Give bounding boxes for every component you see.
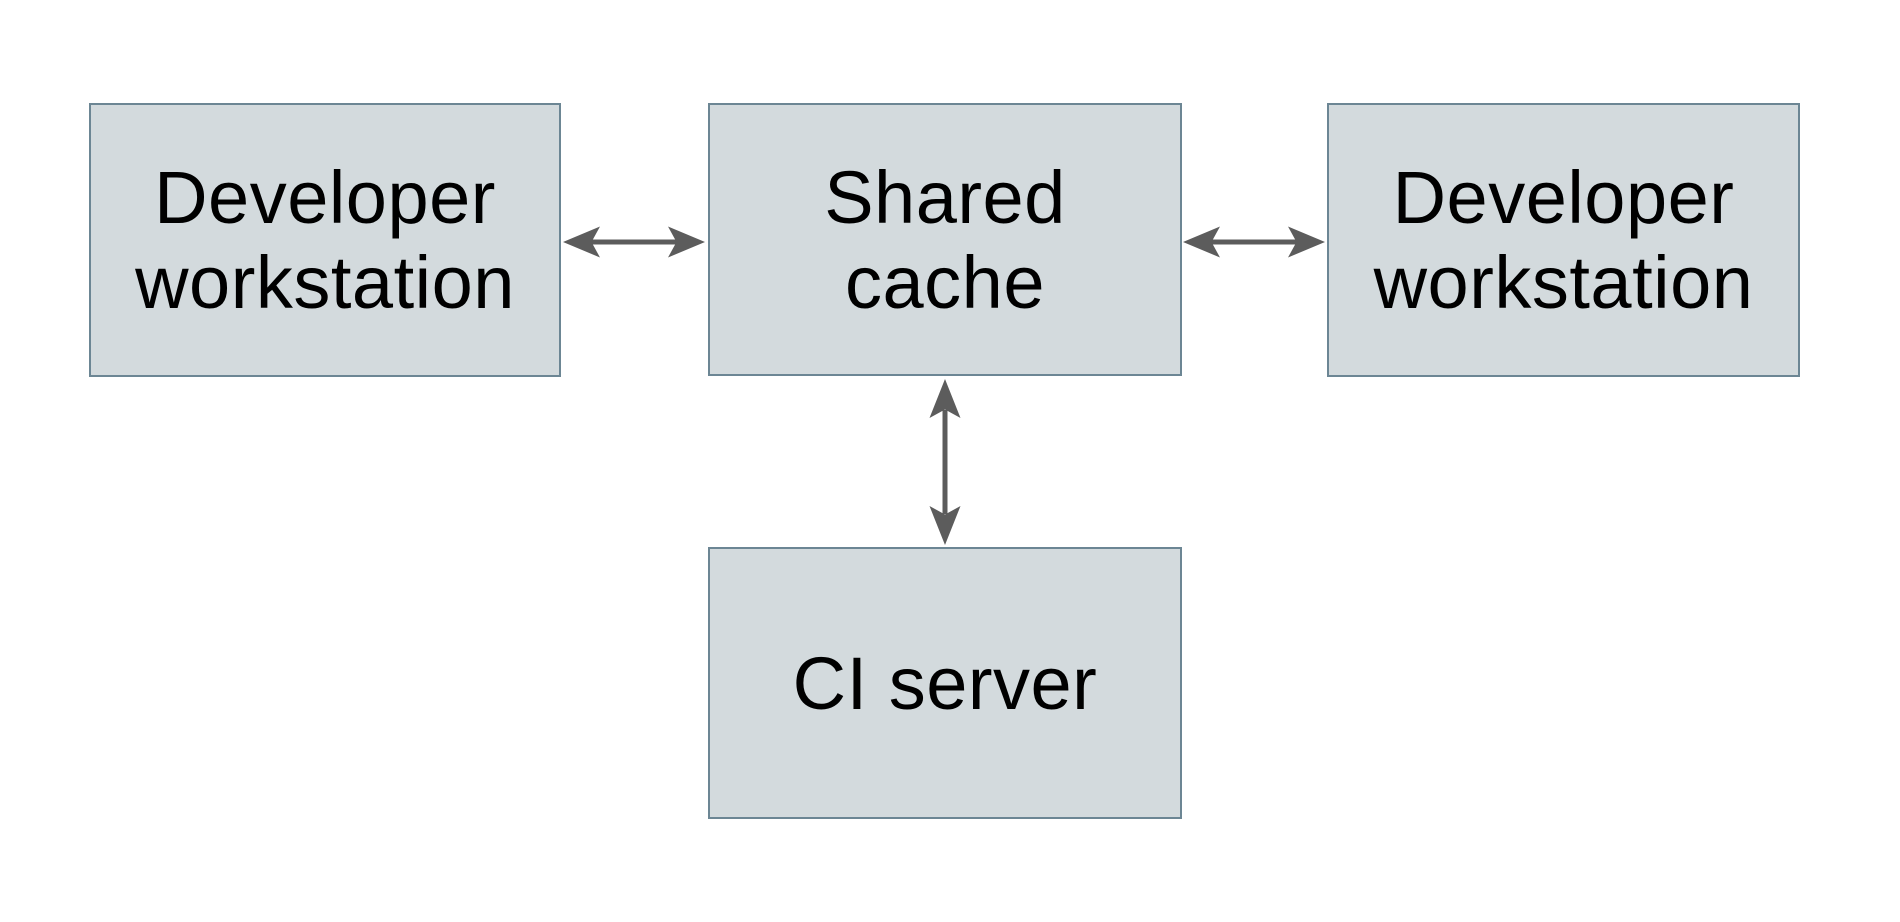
node-label-line: cache [845,240,1045,324]
node-developer-workstation-right: Developer workstation [1327,103,1800,377]
node-label-line: workstation [1373,241,1754,324]
node-developer-workstation-left: Developer workstation [89,103,561,377]
double-arrow-devleft-cache [562,224,706,260]
node-ci-server: CI server [708,547,1182,819]
node-label-line: Developer [1392,156,1735,239]
double-arrow-cache-ciserver [927,378,963,546]
node-label-line: CI server [792,641,1098,725]
double-arrow-cache-devright [1182,224,1326,260]
node-label-line: workstation [135,241,515,324]
node-label-line: Shared [824,155,1066,239]
double-arrow-horizontal-icon [1183,226,1325,258]
double-arrow-horizontal-icon [563,226,705,258]
node-label-line: Developer [154,156,496,239]
node-shared-cache: Shared cache [708,103,1182,376]
double-arrow-vertical-icon [929,379,961,545]
